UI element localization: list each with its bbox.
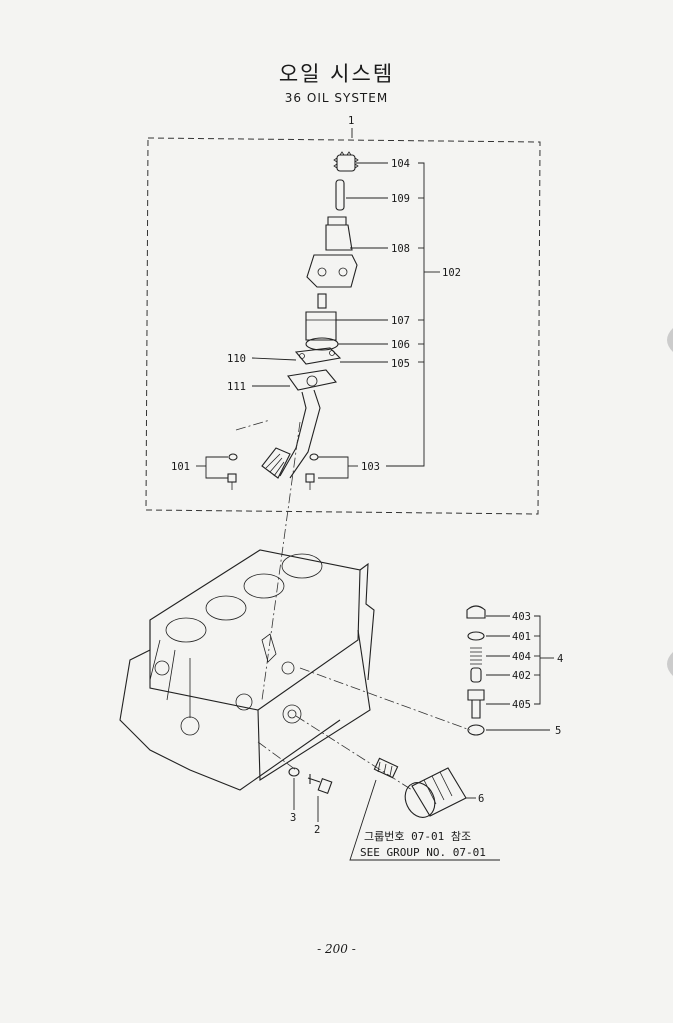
callout-109: 109 [391, 193, 410, 205]
page-title-korean: 오일 시스템 [278, 62, 395, 86]
engine-block [119, 549, 375, 791]
callout-108: 108 [391, 243, 410, 255]
page-number: - 200 - [317, 942, 356, 956]
binder-hole-bottom [667, 652, 673, 676]
bolt-washer-101: 101 [171, 453, 238, 490]
fitting-union [373, 757, 399, 779]
callout-3: 3 [290, 812, 296, 824]
callout-2: 2 [314, 824, 320, 836]
oil-pump-assembly-box: 1 [145, 115, 541, 515]
callout-106: 106 [391, 339, 410, 351]
note-english: SEE GROUP NO. 07-01 [360, 846, 486, 859]
pump-housing-108: 108 [306, 216, 410, 288]
relief-valve-parts: 403 401 404 402 405 4 5 [466, 605, 563, 737]
callout-105: 105 [391, 358, 410, 370]
callout-bracket-102: 102 [386, 162, 461, 467]
callout-111: 111 [227, 381, 246, 393]
callout-104: 104 [391, 158, 410, 170]
washer-3: 3 [288, 767, 300, 824]
callout-107: 107 [391, 315, 410, 327]
callout-404: 404 [512, 651, 531, 663]
callout-101: 101 [171, 461, 190, 473]
oil-strainer-111: 111 [227, 369, 338, 479]
callout-5: 5 [555, 725, 561, 737]
page-title-english: 36 OIL SYSTEM [284, 91, 389, 105]
callout-1: 1 [348, 115, 354, 127]
bolt-2: 2 [307, 774, 333, 836]
oil-filter-6: 6 [404, 767, 484, 818]
cover-105: 105 110 [227, 347, 410, 370]
note-korean: 그룹번호 07-01 참조 [364, 830, 471, 843]
callout-103: 103 [361, 461, 380, 473]
group-reference-note: 그룹번호 07-01 참조 SEE GROUP NO. 07-01 [349, 779, 500, 861]
drive-gear-104: 104 [333, 151, 410, 172]
pin-109: 109 [335, 179, 410, 211]
callout-403: 403 [512, 611, 531, 623]
callout-110: 110 [227, 353, 246, 365]
callout-6: 6 [478, 793, 484, 805]
shaft-107: 107 [305, 293, 410, 341]
callout-405: 405 [512, 699, 531, 711]
callout-402: 402 [512, 670, 531, 682]
binder-hole-top [667, 328, 673, 352]
callout-102: 102 [442, 267, 461, 279]
rotor-106: 106 [305, 337, 410, 351]
callout-401: 401 [512, 631, 531, 643]
callout-4: 4 [557, 653, 563, 665]
bolt-washer-103: 103 [305, 453, 380, 490]
